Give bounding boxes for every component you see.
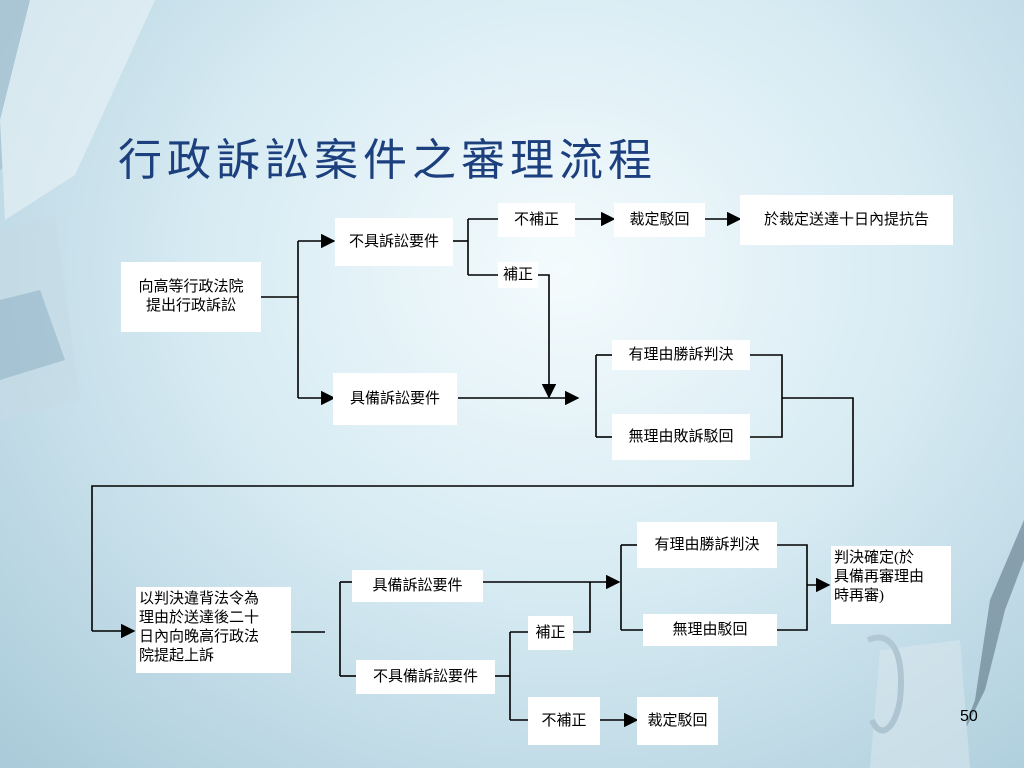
node-not-meet-requirements: 不具訴訟要件: [335, 218, 453, 266]
book-illustration: [0, 0, 155, 420]
node-appeal-note: 於裁定送達十日內提抗告: [740, 195, 953, 245]
node-justified-win: 有理由勝訴判決: [612, 340, 750, 370]
node-ruling-dismissal: 裁定駁回: [614, 203, 705, 237]
page-number: 50: [960, 708, 978, 725]
node-start: 向高等行政法院 提出行政訴訟: [121, 262, 261, 332]
node-appeal-start: 以判決違背法令為 理由於送達後二十 日內向晚高行政法 院提起上訴: [136, 587, 291, 673]
node-final-judgment: 判決確定(於 具備再審理由 時再審): [831, 546, 951, 624]
node-appeal-ruling-dismissal: 裁定駁回: [637, 697, 718, 745]
node-meet-requirements: 具備訴訟要件: [333, 373, 457, 425]
node-appeal-no-correction: 不補正: [528, 697, 600, 745]
node-unjustified-loss: 無理由敗訴駁回: [612, 414, 750, 460]
node-no-correction: 不補正: [498, 203, 575, 237]
pen-illustration: [866, 520, 1024, 768]
node-appeal-correction: 補正: [528, 616, 573, 650]
node-appeal-not-meet-requirements: 不具備訴訟要件: [356, 660, 495, 694]
slide-title: 行政訴訟案件之審理流程: [118, 135, 657, 186]
node-appeal-meet-requirements: 具備訴訟要件: [352, 570, 483, 602]
node-appeal-justified-win: 有理由勝訴判決: [637, 522, 777, 568]
node-appeal-unjustified-dismissal: 無理由駁回: [643, 614, 777, 646]
node-correction: 補正: [498, 262, 538, 288]
